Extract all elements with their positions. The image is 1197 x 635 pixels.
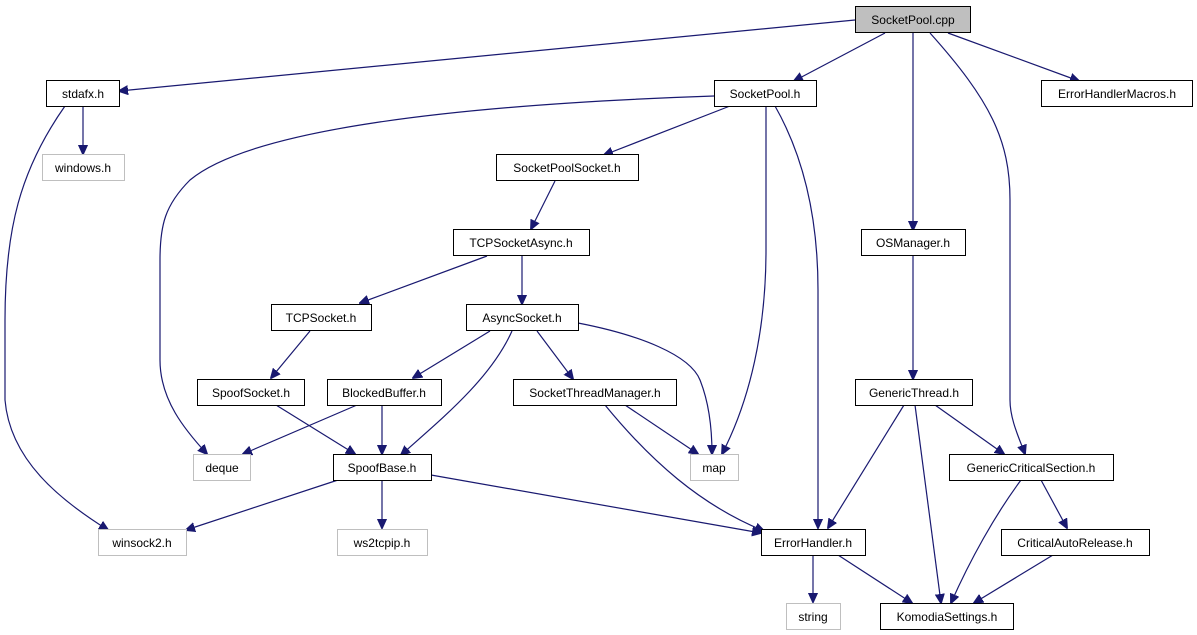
edge-stdafx-h-to-winsock2-h	[4, 105, 108, 530]
node-label: SpoofBase.h	[348, 461, 417, 475]
node-label: GenericCriticalSection.h	[967, 461, 1096, 475]
edge-genericthread-h-to-errorhandler-h	[828, 404, 905, 528]
edge-asyncsocket-h-to-blockedbuffer-h	[413, 330, 491, 378]
node-label: KomodiaSettings.h	[897, 610, 998, 624]
node-label: AsyncSocket.h	[482, 311, 561, 325]
node-label: BlockedBuffer.h	[342, 386, 426, 400]
edge-asyncsocket-h-to-socketthreadmanager-h	[536, 330, 573, 379]
edge-asyncsocket-h-to-spoofbase-h	[401, 330, 513, 455]
edge-socketpool-h-to-errorhandler-h	[774, 105, 818, 528]
node-label: OSManager.h	[876, 236, 950, 250]
node-label: TCPSocketAsync.h	[469, 236, 572, 250]
node-label: SpoofSocket.h	[212, 386, 290, 400]
node-label: SocketPoolSocket.h	[513, 161, 620, 175]
node-winsock2-h[interactable]: winsock2.h	[98, 529, 187, 556]
node-socketthreadmanager-h[interactable]: SocketThreadManager.h	[513, 379, 677, 406]
node-genericthread-h[interactable]: GenericThread.h	[855, 379, 973, 406]
edge-spoofbase-h-to-winsock2-h	[186, 479, 339, 530]
node-label: ws2tcpip.h	[353, 536, 411, 550]
node-spoofbase-h[interactable]: SpoofBase.h	[333, 454, 432, 481]
node-socketpool-h[interactable]: SocketPool.h	[714, 80, 817, 107]
node-errorhandlermacros-h[interactable]: ErrorHandlerMacros.h	[1041, 80, 1193, 107]
node-socketpool-cpp[interactable]: SocketPool.cpp	[855, 6, 971, 33]
edge-spoofbase-h-to-errorhandler-h	[430, 474, 761, 533]
node-label: SocketThreadManager.h	[529, 386, 660, 400]
edge-tcpsocketasync-h-to-tcpsocket-h	[360, 255, 488, 303]
edge-socketpool-h-to-socketpoolsocket-h	[604, 105, 731, 155]
edge-socketthreadmanager-h-to-errorhandler-h	[604, 404, 764, 531]
node-genericcriticalsection-h[interactable]: GenericCriticalSection.h	[949, 454, 1114, 481]
edge-socketpool-h-to-map	[722, 106, 767, 454]
node-label: ErrorHandlerMacros.h	[1058, 87, 1176, 101]
node-osmanager-h[interactable]: OSManager.h	[861, 229, 966, 256]
node-string[interactable]: string	[786, 603, 841, 630]
node-ws2tcpip-h[interactable]: ws2tcpip.h	[337, 529, 428, 556]
edges-layer	[4, 19, 1079, 603]
nodes-layer: SocketPool.cpp stdafx.h SocketPool.h Err…	[42, 6, 1193, 630]
node-asyncsocket-h[interactable]: AsyncSocket.h	[466, 304, 579, 331]
node-label: windows.h	[54, 161, 111, 175]
node-label: deque	[205, 461, 239, 475]
node-label: SocketPool.h	[730, 87, 801, 101]
node-label: stdafx.h	[62, 87, 104, 101]
edge-genericthread-h-to-komodiasettings-h	[914, 404, 941, 603]
edge-socketpool-h-to-deque	[159, 95, 715, 454]
node-windows-h[interactable]: windows.h	[42, 154, 125, 181]
edge-genericcriticalsection-h-to-komodiasettings-h	[951, 479, 1022, 603]
node-spoofsocket-h[interactable]: SpoofSocket.h	[197, 379, 305, 406]
node-label: GenericThread.h	[869, 386, 959, 400]
node-deque[interactable]: deque	[193, 454, 251, 481]
edge-spoofsocket-h-to-spoofbase-h	[275, 404, 355, 454]
edge-socketpoolsocket-h-to-tcpsocketasync-h	[531, 180, 556, 229]
node-tcpsocket-h[interactable]: TCPSocket.h	[271, 304, 372, 331]
node-label: map	[702, 461, 726, 475]
node-map[interactable]: map	[690, 454, 739, 481]
node-label: CriticalAutoRelease.h	[1017, 536, 1132, 550]
node-criticalautorelease-h[interactable]: CriticalAutoRelease.h	[1001, 529, 1150, 556]
edge-genericcriticalsection-h-to-criticalautorelease-h	[1040, 479, 1067, 528]
node-label: winsock2.h	[111, 536, 171, 550]
node-tcpsocketasync-h[interactable]: TCPSocketAsync.h	[453, 229, 590, 256]
edge-socketpool-cpp-to-socketpool-h	[794, 32, 886, 81]
edge-socketpool-cpp-to-errorhandlermacros-h	[947, 32, 1079, 81]
edge-socketthreadmanager-h-to-map	[624, 404, 698, 454]
edge-socketpool-cpp-to-genericcriticalsection-h	[929, 32, 1025, 454]
node-label: TCPSocket.h	[286, 311, 357, 325]
edge-errorhandler-h-to-komodiasettings-h	[837, 554, 912, 603]
node-socketpoolsocket-h[interactable]: SocketPoolSocket.h	[496, 154, 639, 181]
node-blockedbuffer-h[interactable]: BlockedBuffer.h	[327, 379, 442, 406]
node-label: SocketPool.cpp	[871, 13, 955, 27]
edge-asyncsocket-h-to-map	[577, 322, 712, 454]
edge-blockedbuffer-h-to-deque	[243, 404, 358, 454]
node-komodiasettings-h[interactable]: KomodiaSettings.h	[880, 603, 1014, 630]
edge-socketpool-cpp-to-stdafx-h	[119, 19, 856, 91]
edge-genericthread-h-to-genericcriticalsection-h	[934, 404, 1004, 454]
edge-tcpsocket-h-to-spoofsocket-h	[271, 330, 311, 378]
node-label: ErrorHandler.h	[774, 536, 852, 550]
edge-criticalautorelease-h-to-komodiasettings-h	[974, 554, 1054, 603]
node-errorhandler-h[interactable]: ErrorHandler.h	[761, 529, 866, 556]
node-label: string	[798, 610, 827, 624]
node-stdafx-h[interactable]: stdafx.h	[46, 80, 120, 107]
